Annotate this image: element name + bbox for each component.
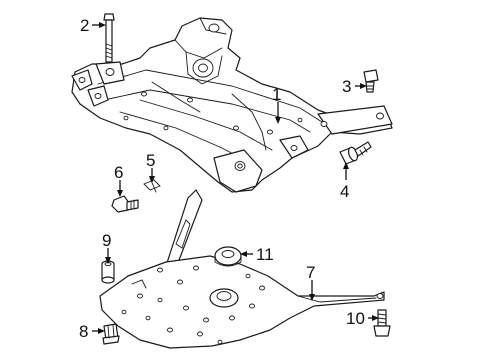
arrow-5 bbox=[149, 176, 155, 183]
callout-9: 9 bbox=[102, 231, 111, 250]
callout-4: 4 bbox=[340, 182, 349, 201]
arrow-4 bbox=[343, 162, 349, 169]
arrow-1 bbox=[275, 117, 281, 124]
callout-8: 8 bbox=[79, 322, 88, 341]
callout-7: 7 bbox=[306, 263, 315, 282]
spacer-9-part[interactable] bbox=[101, 260, 115, 284]
arrow-2 bbox=[99, 22, 106, 28]
callout-3: 3 bbox=[342, 77, 351, 96]
arrow-9 bbox=[105, 257, 111, 264]
arrow-6 bbox=[117, 190, 123, 197]
bolt-3-part[interactable] bbox=[363, 69, 379, 93]
callout-5: 5 bbox=[146, 151, 155, 170]
arrowheads bbox=[98, 22, 379, 334]
callout-10: 10 bbox=[346, 309, 365, 328]
bolt-6-part[interactable] bbox=[111, 195, 139, 213]
bolt-10-part[interactable] bbox=[373, 309, 391, 337]
arrow-10 bbox=[372, 315, 379, 321]
bolt-8-part[interactable] bbox=[102, 323, 120, 345]
grommet-11-part[interactable] bbox=[214, 246, 242, 267]
bolt-4-part[interactable] bbox=[339, 141, 372, 165]
callout-1: 1 bbox=[272, 85, 281, 104]
subframe-part[interactable] bbox=[71, 17, 393, 193]
callout-11: 11 bbox=[256, 245, 274, 264]
arrow-11 bbox=[240, 251, 247, 257]
arrow-7 bbox=[309, 294, 315, 301]
callout-labels: 1 2 3 4 5 6 7 8 9 10 11 bbox=[79, 16, 365, 341]
brace-7-part[interactable] bbox=[99, 189, 385, 349]
bolt-2-part[interactable] bbox=[103, 13, 115, 63]
callout-2: 2 bbox=[80, 16, 89, 35]
arrow-3 bbox=[360, 83, 367, 89]
callout-6: 6 bbox=[114, 163, 123, 182]
arrow-8 bbox=[98, 328, 105, 334]
